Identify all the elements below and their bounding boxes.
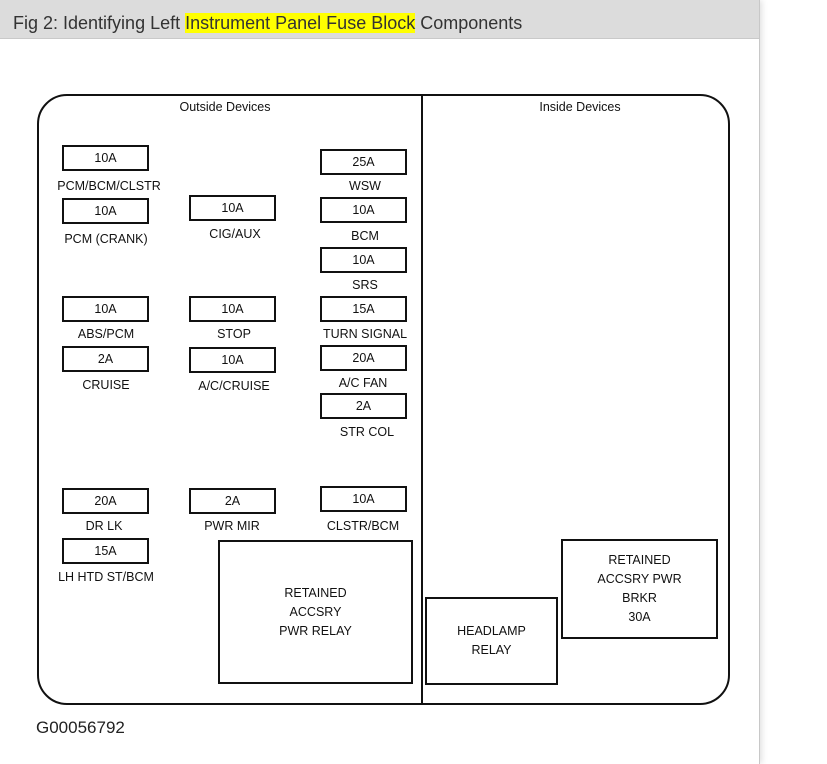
fuse-pwr-mir: 2A xyxy=(189,488,276,514)
figure-title: Fig 2: Identifying Left Instrument Panel… xyxy=(13,12,522,34)
fuse-label-bcm: BCM xyxy=(351,229,379,243)
relay-line-2: ACCSRY xyxy=(289,604,342,619)
fuse-cruise: 2A xyxy=(62,346,149,372)
fuse-label-cruise: CRUISE xyxy=(82,378,130,392)
outside-devices-label: Outside Devices xyxy=(179,100,271,114)
fuse-cig-aux: 10A xyxy=(189,195,276,221)
breaker-line-1: RETAINED xyxy=(608,553,671,567)
headlamp-relay: HEADLAMP RELAY xyxy=(425,597,558,685)
fuse-dr-lk: 20A xyxy=(62,488,149,514)
fuse-wsw: 25A xyxy=(320,149,407,175)
figure-code: G00056792 xyxy=(36,718,125,737)
fuse-ac-cruise: 10A xyxy=(189,347,276,373)
breaker-line-4: 30A xyxy=(628,610,651,624)
fuse-label-pwr-mir: PWR MIR xyxy=(204,519,260,533)
title-highlight: Instrument Panel Fuse Block xyxy=(185,13,416,33)
figure-title-bar: Fig 2: Identifying Left Instrument Panel… xyxy=(0,0,759,39)
fuse-label-ac-cruise: A/C/CRUISE xyxy=(198,379,270,393)
relay-line-3: PWR RELAY xyxy=(279,623,352,638)
fuse-stop: 10A xyxy=(189,296,276,322)
fuse-clstr-bcm: 10A xyxy=(320,486,407,512)
inside-devices-label: Inside Devices xyxy=(539,100,621,114)
fuse-block-outline xyxy=(37,94,730,705)
headlamp-relay-line-2: RELAY xyxy=(471,643,512,657)
fuse-label-abs-pcm: ABS/PCM xyxy=(77,327,135,341)
breaker-line-2: ACCSRY PWR xyxy=(597,572,682,586)
fuse-label-clstr-bcm: CLSTR/BCM xyxy=(326,519,400,533)
fuse-label-wsw: WSW xyxy=(349,179,381,193)
retained-accessory-power-breaker: RETAINED ACCSRY PWR BRKR 30A xyxy=(561,539,718,639)
fuse-label-srs: SRS xyxy=(352,278,378,292)
fuse-lh-htd-st-bcm: 15A xyxy=(62,538,149,564)
fuse-ac-fan: 20A xyxy=(320,345,407,371)
fuse-abs-pcm: 10A xyxy=(62,296,149,322)
fuse-srs: 10A xyxy=(320,247,407,273)
fuse-label-pcm-bcm-clstr: PCM/BCM/CLSTR xyxy=(57,179,161,193)
fuse-label-stop: STOP xyxy=(217,327,251,341)
relay-line-1: RETAINED xyxy=(284,585,347,600)
fuse-turn-signal: 15A xyxy=(320,296,407,322)
breaker-line-3: BRKR xyxy=(622,591,657,605)
headlamp-relay-line-1: HEADLAMP xyxy=(457,624,526,638)
title-suffix: Components xyxy=(415,13,523,33)
fuse-label-str-col: STR COL xyxy=(339,425,395,439)
retained-accessory-power-relay: RETAINED ACCSRY PWR RELAY xyxy=(218,540,413,684)
fuse-label-lh-htd-st-bcm: LH HTD ST/BCM xyxy=(58,570,154,584)
fuse-pcm-bcm-clstr: 10A xyxy=(62,145,149,171)
title-prefix: Fig 2: Identifying Left xyxy=(13,13,186,33)
fuse-label-dr-lk: DR LK xyxy=(85,519,123,533)
fuse-label-pcm-crank: PCM (CRANK) xyxy=(64,232,148,246)
fuse-label-turn-signal: TURN SIGNAL xyxy=(322,327,408,341)
fuse-pcm-crank: 10A xyxy=(62,198,149,224)
fuse-bcm: 10A xyxy=(320,197,407,223)
fuse-label-cig-aux: CIG/AUX xyxy=(209,227,261,241)
fuse-str-col: 2A xyxy=(320,393,407,419)
fuse-label-ac-fan: A/C FAN xyxy=(338,376,388,390)
section-divider xyxy=(421,95,423,704)
figure-card: Fig 2: Identifying Left Instrument Panel… xyxy=(0,0,760,764)
